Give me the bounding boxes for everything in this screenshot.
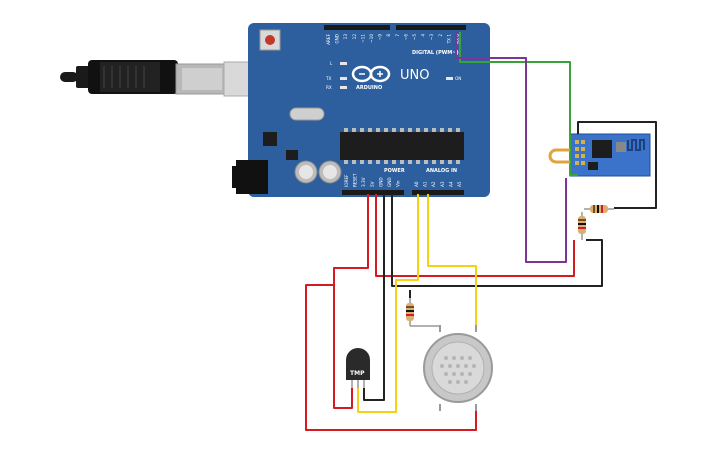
pin-label: A4: [448, 181, 453, 187]
led-l: [340, 62, 347, 65]
esp8266-wifi-module[interactable]: [569, 133, 651, 177]
atmega-chip: [340, 132, 464, 160]
analog-header: [412, 190, 464, 195]
tmp-body: [346, 348, 370, 380]
model-label: UNO: [400, 68, 429, 83]
small-ic: [263, 132, 277, 146]
led-on-label: ON: [455, 76, 461, 81]
resistor-esp-vertical[interactable]: [578, 212, 586, 240]
pin-label: ~9: [378, 34, 383, 41]
wire-yellow-a1: [427, 194, 477, 325]
pin-label: ~5: [412, 34, 417, 41]
pin-label: ~6: [403, 34, 408, 41]
wire-red-tmp: [333, 285, 353, 409]
led-tx-label: TX: [325, 76, 332, 81]
esp-chip: [592, 140, 612, 158]
gas-sensor[interactable]: [423, 325, 493, 411]
wires: [305, 32, 657, 431]
dc-power-jack: [236, 160, 268, 194]
digital-header-label: DIGITAL (PWM~): [412, 50, 459, 56]
resistor-esp-horizontal[interactable]: [584, 205, 614, 213]
pin-label: 5V: [370, 181, 375, 187]
top-header-right: [396, 25, 466, 30]
pin-label: 8: [386, 34, 391, 37]
pin-label: TX 1: [446, 34, 451, 45]
pin-label: A5: [457, 181, 462, 187]
led-rx-label: RX: [326, 85, 332, 90]
pin-label: 13: [343, 34, 348, 40]
wire-red-3v3: [305, 194, 477, 431]
wire-red-5v-esp: [375, 194, 575, 277]
wire-gray-resistor: [410, 325, 441, 332]
pin-label: IOREF: [344, 174, 349, 187]
pin-label: GND: [387, 177, 392, 187]
pin-label: 4: [421, 34, 426, 37]
wire-purple: [455, 32, 567, 263]
wire-orange-esp: [548, 148, 570, 164]
brand-label: ARDUINO: [356, 85, 382, 91]
wire-yellow-a0: [357, 194, 419, 413]
pin-label: ~3: [429, 34, 434, 41]
pin-label: AREF: [326, 33, 331, 44]
led-on: [446, 77, 453, 80]
pin-label: RX 0: [455, 34, 460, 44]
pin-label: A2: [431, 181, 436, 187]
temperature-sensor[interactable]: TMP: [346, 348, 370, 388]
tmp-label: TMP: [350, 370, 365, 377]
arduino-uno-board[interactable]: ARDUINO UNO L TX RX ON DIGITAL (PWM~) PO…: [232, 23, 490, 197]
top-header-left: [324, 25, 390, 30]
pin-label: ~10: [369, 34, 374, 43]
power-header: [342, 190, 404, 195]
crystal-oscillator: [289, 107, 325, 121]
analog-header-label: ANALOG IN: [426, 168, 457, 174]
wire-black-gnd-tmp: [363, 194, 385, 401]
pin-label: A0: [414, 181, 419, 187]
pin-label: 3.3V: [361, 177, 366, 187]
pin-label: A3: [440, 181, 445, 187]
wire-black-esp: [577, 121, 657, 209]
pin-label: GND: [335, 34, 340, 44]
led-l-label: L: [330, 61, 333, 66]
pin-label: GND: [378, 177, 383, 187]
power-header-label: POWER: [384, 168, 405, 174]
pin-label: 7: [395, 34, 400, 37]
wire-black-gnd-esp: [391, 194, 603, 287]
pin-label: ~11: [360, 34, 365, 43]
resistor-analog[interactable]: [406, 298, 414, 326]
usb-cable: [60, 60, 251, 97]
esp-antenna: [627, 139, 645, 151]
led-tx: [340, 77, 347, 80]
led-rx: [340, 86, 347, 89]
pin-label: Vin: [396, 180, 401, 187]
arduino-logo-icon: [351, 65, 391, 83]
pin-label: 12: [352, 34, 357, 40]
pin-label: 2: [438, 34, 443, 37]
pin-label: A1: [423, 181, 428, 187]
pin-label: RESET: [353, 173, 358, 187]
wire-green: [459, 32, 578, 176]
